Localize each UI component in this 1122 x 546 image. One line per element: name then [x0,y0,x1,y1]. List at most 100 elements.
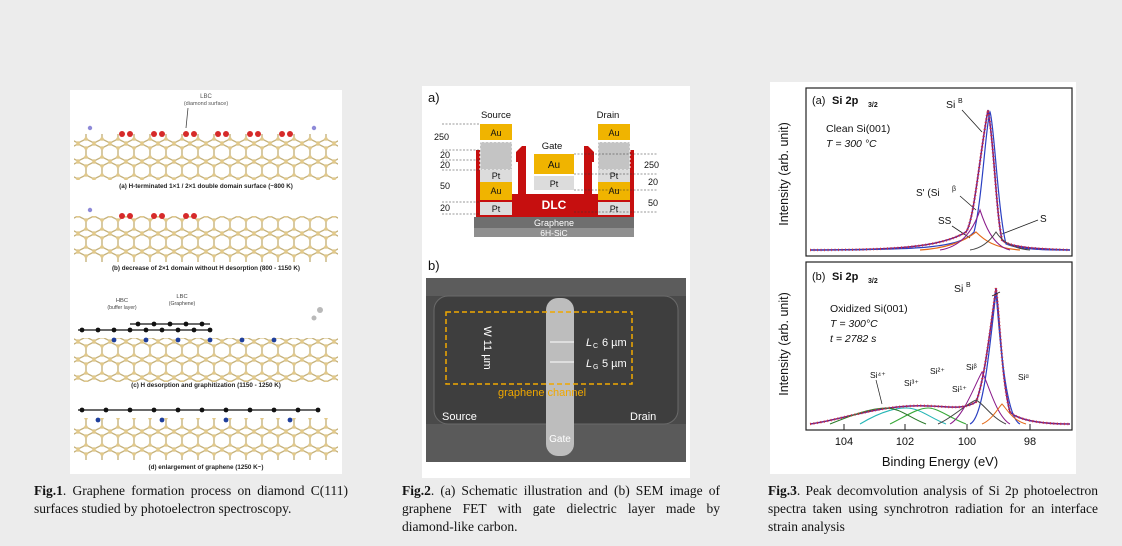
fig3-top-peak-sp: S' (Si [916,188,940,199]
fig2-fet-figure: a) Source Drain Gate 6H-SiC Graphene DLC… [426,90,686,462]
fig1-lattice-c [74,338,338,382]
fig2-sem-drain: Drain [630,411,656,423]
fig3-top-peak-s: S [1040,214,1047,225]
fig1-lattice-a [74,134,338,180]
fig2-sem-source: Source [442,411,477,423]
fig3-bottom-title-sub: 3/2 [868,278,878,285]
fig2-gate-label: Gate [542,141,563,152]
fig3-bottom-cond2: T = 300°C [830,318,878,330]
fig3-bottom-cond3: t = 2782 s [830,333,877,345]
fig1-caption: Fig.1. Graphene formation process on dia… [34,482,348,518]
fig1-hbc-label: HBC [116,298,128,304]
fig2-dim-left-2: 20 [440,160,450,170]
fig3-top-spectra [809,109,1071,252]
fig2-caption-text: . (a) Schematic illustration and (b) SEM… [402,483,720,534]
fig1-dimers-a [119,131,293,137]
fig3-xtick-1: 102 [896,436,914,448]
fig2-b-label: b) [428,258,440,273]
fig3-xtick-3: 98 [1024,436,1036,448]
fig3-bottom-peak-2: Si²⁺ [930,366,945,376]
fig2-sem-lg-sub: G [593,364,598,371]
fig3-bottom-peak-0: Si⁴⁺ [870,370,886,380]
fig3-caption-num: Fig.3 [768,483,797,498]
fig2-dim-right-0: 250 [644,160,659,170]
fig2-pt-gate: Pt [550,179,559,189]
fig3-bottom-cond1: Oxidized Si(001) [830,303,908,315]
fig1-hbc-sub: (buffer layer) [107,305,137,311]
fig2-a-label: a) [428,90,440,105]
fig2-sem-gate-strip [546,298,574,456]
fig1-image: LBC (diamond surface) (a) H-terminated 1… [70,90,342,474]
fig3-bottom-peak-4: Siᵝ [966,362,978,372]
fig2-sem-lg: L [586,358,592,370]
fig3-bottom-title: Si 2p [832,271,859,283]
fig2-au-1: Au [490,128,501,138]
fig2-sem-w: W 11 µm [481,326,493,369]
fig1-lbc-c-sub: (Graphene) [169,301,196,307]
fig3-top-peak-ss: SS [938,216,952,227]
fig2-caption: Fig.2. (a) Schematic illustration and (b… [402,482,720,536]
fig1-graphene-atoms-c [79,321,213,333]
fig2-graphene-label: Graphene [534,218,574,228]
fig3-bottom-frame [805,261,1073,431]
fig2-dim-left-1: 20 [440,150,450,160]
fig2-dlc [476,146,634,217]
fig1-label-c: (c) H desorption and graphitization (115… [131,382,281,389]
fig2-au-3: Au [608,128,619,138]
fig2-sem-lg-val: 5 µm [602,358,627,370]
fig2-dim-left-0: 250 [434,132,449,142]
fig3-caption: Fig.3. Peak decomvolution analysis of Si… [768,482,1098,536]
fig2-au-2: Au [490,186,501,196]
fig2-graphene-layer [474,217,634,228]
fig2-image: a) Source Drain Gate 6H-SiC Graphene DLC… [422,86,690,478]
fig1-dimers-b [119,213,197,219]
fig2-pt-2: Pt [492,204,501,214]
fig2-sem-lc-val: 6 µm [602,337,627,349]
fig3-bottom-peak-b: Si [954,283,963,295]
fig2-pt-1: Pt [492,171,501,181]
fig1-label-d: (d) enlargement of graphene (1250 K~) [149,464,264,471]
fig3-top-cond1: Clean Si(001) [826,123,890,135]
fig3-ylabel-bottom: Intensity (arb. unit) [777,292,791,396]
fig2-dim-lines [442,123,658,215]
fig2-sem-channel: graphene channel [498,387,586,399]
fig3-top-title-sub: 3/2 [868,102,878,109]
fig2-sic-label: 6H-SiC [540,228,567,238]
fig2-pt-3: Pt [610,171,619,181]
fig1-lbc-c-label: LBC [176,294,187,300]
fig3-xtick-0: 104 [835,436,853,448]
fig3-top-title: Si 2p [832,95,859,107]
fig2-sem-lc: L [586,337,592,349]
fig3-top-cond2: T = 300 °C [826,138,877,150]
fig1-lattice-d [74,418,338,460]
fig2-pt-4: Pt [610,204,619,214]
fig3-top-peak-b: Si [946,99,955,111]
fig2-dim-left-4: 20 [440,203,450,213]
fig3-xtick-2: 100 [958,436,976,448]
fig2-caption-num: Fig.2 [402,483,431,498]
fig3-xps-spectra: Intensity (arb. unit) Intensity (arb. un… [777,87,1073,469]
fig3-top-peak-sp-sup: β [952,186,956,193]
fig2-drain-label: Drain [597,110,620,121]
fig1-lattice-b [74,216,338,262]
fig2-dim-right-2: 50 [648,198,658,208]
fig1-structure-diagram: LBC (diamond surface) (a) H-terminated 1… [74,94,338,471]
fig3-bottom-peak-3: Si¹⁺ [952,384,967,394]
fig2-au-gate: Au [548,160,560,171]
fig1-lbc-label: LBC [200,94,212,100]
fig3-bottom-peak-b-sup: B [966,282,971,289]
fig1-lbc-sub: (diamond surface) [184,101,228,107]
fig2-sic-layer [474,228,634,237]
fig3-bottom-tag: (b) [812,271,825,283]
fig3-xlabel: Binding Energy (eV) [882,454,998,469]
fig2-dim-left-3: 50 [440,181,450,191]
fig3-ylabel-top: Intensity (arb. unit) [777,122,791,226]
fig1-caption-num: Fig.1 [34,483,63,498]
fig3-bottom-spectra [809,287,1071,426]
fig3-caption-text: . Peak decomvolution analysis of Si 2p p… [768,483,1098,534]
fig3-bottom-peak-1: Si³⁺ [904,378,919,388]
fig2-dim-right-1: 20 [648,177,658,187]
fig2-dlc-label: DLC [542,198,567,212]
fig3-x-ticks [843,424,1031,430]
fig3-top-peak-b-sup: B [958,98,963,105]
